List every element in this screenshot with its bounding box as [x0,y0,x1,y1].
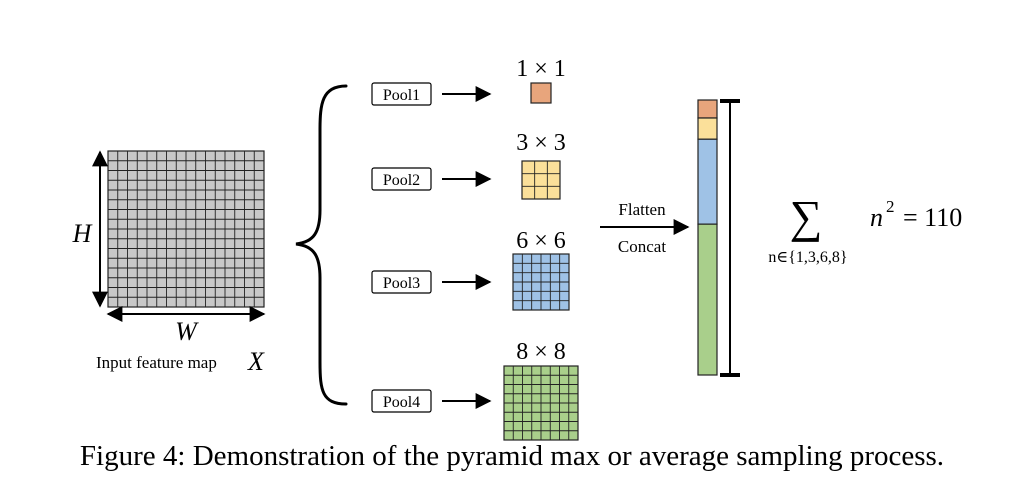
pool-box [371,82,432,106]
pool-output-grid-fill [530,82,552,104]
pool-output-size-label: 3 × 3 [516,130,566,156]
pool-box [371,167,432,191]
vector-segment-1 [697,99,718,119]
pool-output-grid-fill [521,160,561,200]
pool-box [371,389,432,413]
pool-output-size-label: 6 × 6 [516,228,566,254]
pool-output-grid [503,365,579,441]
curly-brace [295,84,348,406]
vector-segment-3 [697,138,718,225]
pool-label: Pool1 [383,87,420,104]
input-feature-map-grid [107,150,265,308]
pool-label: Pool4 [383,394,420,411]
formula-rhs: = 110 [903,203,962,232]
pool-label: Pool2 [383,172,420,189]
input-grid [107,150,265,308]
pool-output-grid [512,253,570,311]
pool-output-grid [530,82,552,104]
sum-symbol: ∑ [790,191,823,242]
term-base: n [870,203,883,232]
pool-output-size-label: 1 × 1 [516,56,566,82]
pool-label: Pool3 [383,275,420,292]
sum-subscript: n∈{1,3,6,8} [768,249,847,266]
term-exponent: 2 [886,197,895,216]
pool-box [371,270,432,294]
pool-branch-4: Pool4 8 × 8 [371,339,579,441]
pool-output-grid [521,160,561,200]
figure-caption: Figure 4: Demonstration of the pyramid m… [79,440,945,472]
pool-branch-2: Pool2 3 × 3 [371,130,566,200]
flatten-label: Flatten [618,200,666,219]
pool-output-size-label: 8 × 8 [516,339,566,365]
input-map-symbol: X [247,347,265,376]
pool-branch-3: Pool3 6 × 6 [371,228,570,311]
concat-label: Concat [618,237,666,256]
width-label: W [175,317,199,346]
vector-segment-4 [697,223,718,376]
pool-branch-1: Pool1 1 × 1 [371,56,566,106]
pool-branches: Pool1 1 × 1 Pool2 3 × 3 Pool3 6 × 6 Pool4 8 × 8 [371,56,579,441]
input-map-caption: Input feature map [96,353,217,372]
height-label: H [72,219,93,248]
concatenated-vector [697,99,718,376]
vector-segment-2 [697,117,718,140]
